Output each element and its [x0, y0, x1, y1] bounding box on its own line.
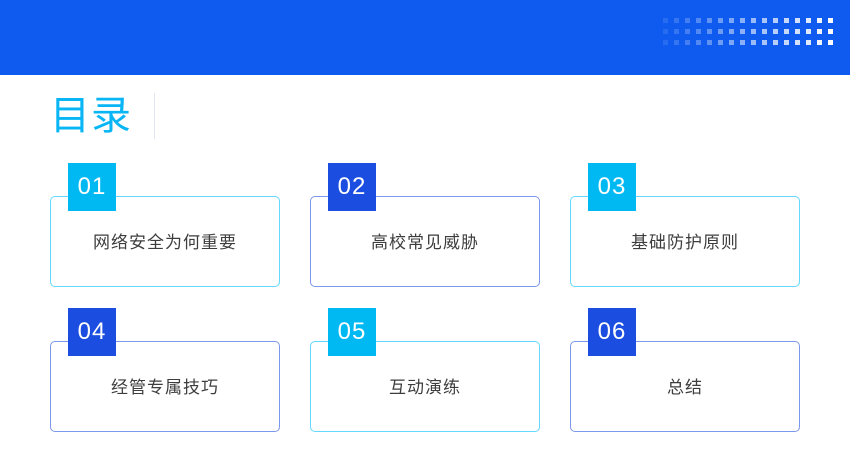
dot [729, 29, 734, 34]
dot [696, 29, 701, 34]
dot [817, 29, 822, 34]
dot [685, 18, 690, 23]
title-block: 目录 [50, 92, 155, 140]
card-label: 网络安全为何重要 [93, 233, 237, 252]
dot [718, 29, 723, 34]
card-body[interactable]: 高校常见威胁 [310, 196, 540, 287]
dot [674, 40, 679, 45]
toc-card[interactable]: 基础防护原则 03 [570, 163, 800, 287]
toc-card[interactable]: 互动演练 05 [310, 308, 540, 432]
dot [740, 29, 745, 34]
dot [817, 40, 822, 45]
title-divider [154, 93, 155, 139]
dot [762, 40, 767, 45]
dot [696, 18, 701, 23]
dot [718, 40, 723, 45]
dot [806, 29, 811, 34]
card-body[interactable]: 互动演练 [310, 341, 540, 432]
dot [806, 18, 811, 23]
card-number-badge: 03 [588, 163, 636, 211]
card-body[interactable]: 经管专属技巧 [50, 341, 280, 432]
dot [729, 40, 734, 45]
dot [707, 40, 712, 45]
card-number-badge: 06 [588, 308, 636, 356]
dot [828, 29, 833, 34]
dot [795, 18, 800, 23]
dot [784, 40, 789, 45]
card-label: 基础防护原则 [631, 233, 739, 252]
dot [718, 18, 723, 23]
card-label: 经管专属技巧 [111, 378, 219, 397]
dot [751, 40, 756, 45]
dot [663, 18, 668, 23]
dot [674, 29, 679, 34]
card-body[interactable]: 总结 [570, 341, 800, 432]
toc-card[interactable]: 经管专属技巧 04 [50, 308, 280, 432]
toc-cards-grid: 网络安全为何重要 01 高校常见威胁 02 基础防护原则 03 经管专属技巧 04 互动演练 05… [50, 163, 800, 432]
dot [762, 29, 767, 34]
dot [663, 40, 668, 45]
dot [685, 29, 690, 34]
header-banner [0, 0, 850, 75]
page-title: 目录 [50, 94, 132, 138]
dot [729, 18, 734, 23]
dot [784, 18, 789, 23]
dot [828, 40, 833, 45]
dot [740, 40, 745, 45]
toc-card[interactable]: 总结 06 [570, 308, 800, 432]
dot [773, 29, 778, 34]
card-label: 互动演练 [389, 378, 461, 397]
dot [806, 40, 811, 45]
dot [685, 40, 690, 45]
toc-card[interactable]: 网络安全为何重要 01 [50, 163, 280, 287]
dot [707, 29, 712, 34]
dot [817, 18, 822, 23]
dot [751, 29, 756, 34]
dot-row [663, 40, 833, 45]
dot [784, 29, 789, 34]
dot [773, 18, 778, 23]
card-number-badge: 05 [328, 308, 376, 356]
card-label: 高校常见威胁 [371, 233, 479, 252]
dot-grid-decoration [663, 18, 833, 45]
dot [707, 18, 712, 23]
dot [674, 18, 679, 23]
dot [795, 40, 800, 45]
card-body[interactable]: 网络安全为何重要 [50, 196, 280, 287]
dot [773, 40, 778, 45]
dot-row [663, 18, 833, 23]
card-body[interactable]: 基础防护原则 [570, 196, 800, 287]
dot [740, 18, 745, 23]
dot-row [663, 29, 833, 34]
dot [795, 29, 800, 34]
dot [828, 18, 833, 23]
dot [696, 40, 701, 45]
card-number-badge: 04 [68, 308, 116, 356]
card-label: 总结 [667, 378, 703, 397]
toc-card[interactable]: 高校常见威胁 02 [310, 163, 540, 287]
dot [762, 18, 767, 23]
dot [751, 18, 756, 23]
card-number-badge: 01 [68, 163, 116, 211]
card-number-badge: 02 [328, 163, 376, 211]
dot [663, 29, 668, 34]
